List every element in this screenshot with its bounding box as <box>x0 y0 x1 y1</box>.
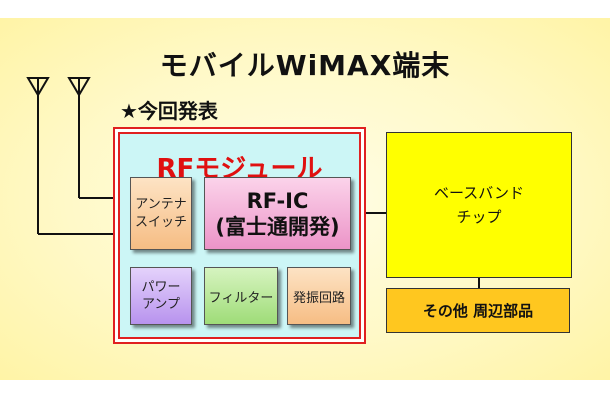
rf-module-inner: RFモジュール アンテナ スイッチ RF-IC (富士通開発) パワー アンプ … <box>118 132 361 339</box>
announcement-label: ★今回発表 <box>120 99 218 123</box>
rf-ic-label: RF-IC (富士通開発) <box>215 188 340 239</box>
oscillator-label: 発振回路 <box>292 290 345 306</box>
filter-block: フィルター <box>204 267 278 325</box>
antenna-switch-block: アンテナ スイッチ <box>130 177 192 250</box>
rf-ic-block: RF-IC (富士通開発) <box>204 177 351 250</box>
filter-label: フィルター <box>208 290 274 306</box>
peripherals-block: その他 周辺部品 <box>386 288 570 333</box>
rf-module: RFモジュール アンテナ スイッチ RF-IC (富士通開発) パワー アンプ … <box>113 127 366 344</box>
oscillator-block: 発振回路 <box>287 267 351 325</box>
antenna-switch-label: アンテナ スイッチ <box>134 196 187 230</box>
diagram-title: モバイルWiMAX端末 <box>159 49 451 82</box>
power-amp-label: パワー アンプ <box>141 280 181 312</box>
baseband-chip-label: ベースバンド チップ <box>433 184 524 226</box>
power-amp-block: パワー アンプ <box>130 267 192 325</box>
baseband-chip-block: ベースバンド チップ <box>386 132 572 278</box>
peripherals-label: その他 周辺部品 <box>422 302 534 320</box>
